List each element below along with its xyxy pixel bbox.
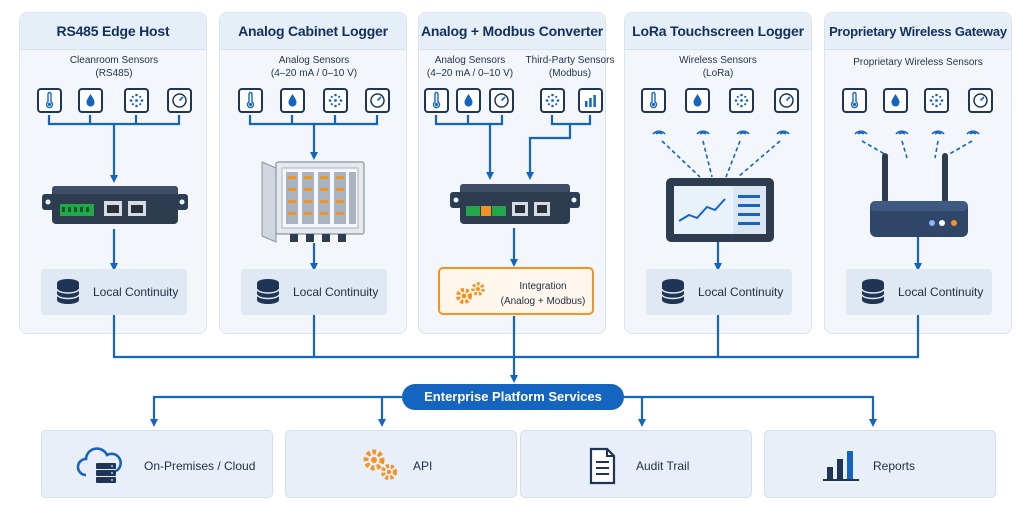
thermometer-icon bbox=[641, 88, 666, 113]
particle-icon bbox=[924, 88, 949, 113]
local-continuity-label: Local Continuity bbox=[698, 285, 784, 299]
wireless-signal-icon bbox=[854, 130, 868, 135]
gauge-icon bbox=[968, 88, 993, 113]
droplet-icon bbox=[685, 88, 710, 113]
droplet-icon bbox=[280, 88, 305, 113]
gauge-icon bbox=[365, 88, 390, 113]
gauge-icon bbox=[489, 88, 514, 113]
local-continuity-box: Local Continuity bbox=[241, 269, 387, 315]
wireless-signal-icon bbox=[696, 130, 710, 135]
droplet-icon bbox=[883, 88, 908, 113]
thermometer-icon bbox=[424, 88, 449, 113]
database-icon bbox=[661, 279, 685, 304]
local-continuity-box: Local Continuity bbox=[846, 269, 992, 315]
wireless-signal-icon bbox=[895, 130, 909, 135]
rs485-edge-host-device bbox=[42, 186, 188, 224]
column-title: Analog Cabinet Logger bbox=[220, 13, 406, 50]
service-reports: Reports bbox=[764, 430, 996, 498]
sensor-caption: Cleanroom Sensors(RS485) bbox=[69, 55, 159, 79]
droplet-icon bbox=[456, 88, 481, 113]
service-api: API bbox=[285, 430, 517, 498]
column-title: Analog + Modbus Converter bbox=[419, 13, 605, 50]
thermometer-icon bbox=[238, 88, 263, 113]
service-label: API bbox=[413, 459, 433, 473]
analog-cabinet-logger-device bbox=[261, 161, 365, 243]
integration-box: Integration(Analog + Modbus) bbox=[438, 267, 594, 315]
bar-chart-icon bbox=[823, 451, 859, 481]
lora-touchscreen-logger-device bbox=[666, 178, 774, 242]
sensor-caption-analog: Analog Sensors(4–20 mA / 0–10 V) bbox=[426, 55, 514, 79]
analog-modbus-converter-device bbox=[450, 184, 580, 224]
thermometer-icon bbox=[37, 88, 62, 113]
gauge-icon bbox=[774, 88, 799, 113]
column-title: Proprietary Wireless Gateway bbox=[825, 13, 1011, 50]
column-title: RS485 Edge Host bbox=[20, 13, 206, 50]
database-icon bbox=[256, 279, 280, 304]
wireless-signal-icon bbox=[776, 130, 790, 135]
service-label: Reports bbox=[873, 459, 916, 473]
local-continuity-label: Local Continuity bbox=[898, 285, 984, 299]
sensor-caption: Proprietary Wireless Sensors bbox=[853, 57, 983, 68]
wireless-signal-icon bbox=[966, 130, 980, 135]
service-audit-trail: Audit Trail bbox=[520, 430, 752, 498]
local-continuity-box: Local Continuity bbox=[646, 269, 792, 315]
column-title: LoRa Touchscreen Logger bbox=[625, 13, 811, 50]
service-on-premises-cloud: On-Premises / Cloud bbox=[41, 430, 273, 498]
gears-icon bbox=[363, 449, 397, 480]
bar-chart-icon bbox=[578, 88, 603, 113]
sensor-caption-modbus: Third-Party Sensors(Modbus) bbox=[525, 55, 615, 79]
enterprise-platform-services: Enterprise Platform Services bbox=[402, 384, 624, 410]
wireless-gateway-device bbox=[870, 153, 968, 237]
gauge-icon bbox=[167, 88, 192, 113]
wireless-signal-icon bbox=[652, 130, 666, 135]
integration-label: Integration(Analog + Modbus) bbox=[500, 281, 586, 307]
service-label: On-Premises / Cloud bbox=[144, 459, 256, 473]
local-continuity-label: Local Continuity bbox=[93, 285, 179, 299]
particle-icon bbox=[540, 88, 565, 113]
thermometer-icon bbox=[842, 88, 867, 113]
document-icon bbox=[589, 447, 616, 485]
sensor-caption: Analog Sensors(4–20 mA / 0–10 V) bbox=[270, 55, 358, 79]
wireless-signal-icon bbox=[736, 130, 750, 135]
gears-icon bbox=[456, 282, 485, 304]
droplet-icon bbox=[78, 88, 103, 113]
local-continuity-label: Local Continuity bbox=[293, 285, 379, 299]
sensor-caption: Wireless Sensors(LoRa) bbox=[679, 55, 757, 79]
cloud-server-icon bbox=[76, 447, 122, 483]
particle-icon bbox=[323, 88, 348, 113]
wireless-signal-icon bbox=[931, 130, 945, 135]
local-continuity-box: Local Continuity bbox=[41, 269, 187, 315]
particle-icon bbox=[124, 88, 149, 113]
service-label: Audit Trail bbox=[636, 459, 690, 473]
database-icon bbox=[56, 279, 80, 304]
database-icon bbox=[861, 279, 885, 304]
particle-icon bbox=[729, 88, 754, 113]
